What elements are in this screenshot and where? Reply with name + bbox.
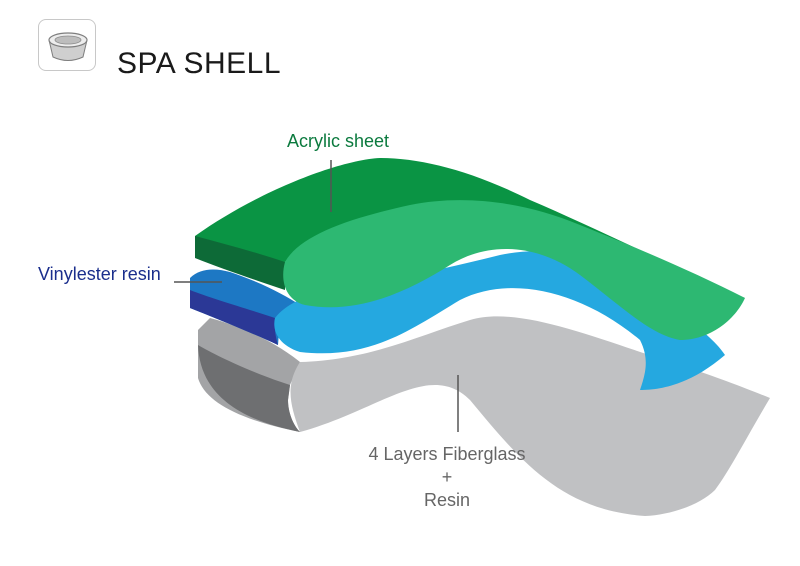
fiberglass-label: 4 Layers Fiberglass + Resin <box>352 443 542 512</box>
fiberglass-label-line-3: Resin <box>423 490 471 510</box>
fiberglass-label-line-1: 4 Layers Fiberglass <box>368 444 526 464</box>
acrylic-top <box>283 200 745 340</box>
vinylester-edge <box>190 290 278 345</box>
page-title: SPA SHELL <box>117 47 282 80</box>
acrylic-layer <box>195 158 745 340</box>
fiberglass-edge <box>198 345 300 432</box>
fiberglass-label-line-2: + <box>441 467 453 487</box>
spa-tub-icon <box>38 19 96 71</box>
acrylic-edge <box>195 236 285 290</box>
acrylic-sheet-label: Acrylic sheet <box>287 131 390 151</box>
vinylester-resin-label: Vinylester resin <box>38 264 161 284</box>
acrylic-side <box>195 158 745 298</box>
